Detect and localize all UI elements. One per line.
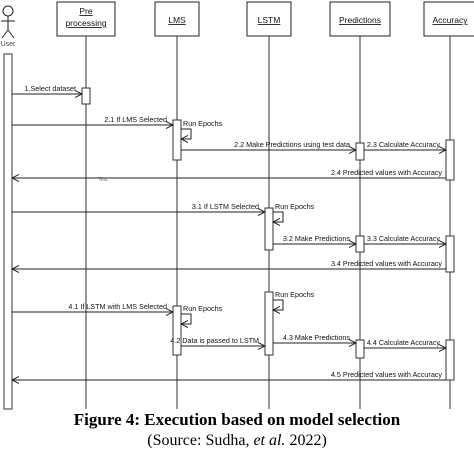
message-label: 2.4 Predicted values with Accuracy <box>331 168 442 177</box>
message-arrow: 2.4 Predicted values with Accuracy <box>12 168 446 178</box>
message-arrow: 3.4 Predicted values with Accuracy <box>12 259 446 269</box>
activation-bar <box>355 142 365 161</box>
message-label: 2.2 Make Predictions using test data <box>234 140 350 149</box>
activation-bar <box>445 339 455 381</box>
self-loop-line <box>181 313 192 324</box>
activation-bar <box>355 235 365 253</box>
user-lifeline-bar <box>3 53 13 410</box>
message-label: 4.5 Predicted values with Accuracy <box>331 370 442 379</box>
activation-bar <box>264 291 274 356</box>
activation-bar <box>81 87 91 105</box>
source-italic: et al. <box>253 432 286 449</box>
stray-test-text: Test <box>98 177 108 183</box>
message-label: 4.2 Data is passed to LSTM <box>170 336 259 345</box>
self-message-lms: Run Epochs <box>181 119 223 139</box>
message-arrow: 4.3 Make Predictions <box>273 333 356 343</box>
source-prefix: (Source: Sudha, <box>147 432 254 449</box>
activation-bar <box>355 339 365 359</box>
message-label: 4.4 Calculate Accuracy <box>367 338 441 347</box>
message-label: 3.3 Calculate Accuracy <box>367 234 441 243</box>
participant-lms: LMS <box>154 1 200 37</box>
self-loop-line <box>273 211 284 222</box>
sequence-diagram: User Pre processing LMS LSTM Predictions Accur… <box>1 1 474 410</box>
participant-box <box>246 1 292 37</box>
user-actor-figure: User <box>1 5 16 48</box>
message-label: Run Epochs <box>183 119 223 128</box>
figure-source: (Source: Sudha, et al. 2022) <box>0 432 474 450</box>
participant-acc: Accuracy <box>423 1 474 37</box>
participant-label: processing <box>65 18 106 28</box>
message-label: Run Epochs <box>183 304 223 313</box>
message-arrow: 4.4 Calculate Accuracy <box>364 338 446 348</box>
message-arrow: 2.3 Calculate Accuracy <box>364 140 446 150</box>
message-label: 4.3 Make Predictions <box>283 333 351 342</box>
message-arrow: 4.1 If LSTM with LMS Selected <box>12 302 173 312</box>
participant-pred: Predictions <box>329 1 391 37</box>
self-message-lstm: Run Epochs <box>273 290 315 310</box>
actor-head <box>2 5 14 17</box>
message-arrow: 2.2 Make Predictions using test data <box>181 140 356 150</box>
message-arrow: 4.5 Predicted values with Accuracy <box>12 370 446 380</box>
activation-bar <box>264 207 274 251</box>
message-arrow: 3.3 Calculate Accuracy <box>364 234 446 244</box>
participant-box <box>154 1 200 37</box>
activation-bar <box>445 139 455 181</box>
actor-right-leg <box>7 29 15 39</box>
self-loop-line <box>273 299 284 310</box>
participant-label: Pre <box>79 6 93 16</box>
self-message-lstm: Run Epochs <box>273 202 315 222</box>
self-message-lms: Run Epochs <box>181 304 223 324</box>
activation-bar <box>172 119 182 161</box>
message-label: 1.Select dataset <box>24 84 76 93</box>
participant-box <box>56 1 116 37</box>
message-label: 2.1 If LMS Selected <box>104 115 167 124</box>
message-label: 3.2 Make Predictions <box>283 234 351 243</box>
message-arrow: 3.1 If LSTM Selected <box>12 202 265 212</box>
participant-label: Predictions <box>339 15 381 25</box>
message-arrow: 1.Select dataset <box>12 84 82 94</box>
message-label: 3.1 If LSTM Selected <box>192 202 259 211</box>
message-label: 4.1 If LSTM with LMS Selected <box>68 302 167 311</box>
participant-box <box>329 1 391 37</box>
message-arrow: 2.1 If LMS Selected <box>12 115 173 125</box>
source-suffix: 2022) <box>285 432 327 449</box>
message-label: 3.4 Predicted values with Accuracy <box>331 259 442 268</box>
self-loop-line <box>181 128 192 139</box>
actor-left-leg <box>1 29 9 39</box>
participant-label: Accuracy <box>433 15 469 25</box>
actor-label: User <box>1 41 16 48</box>
message-label: 2.3 Calculate Accuracy <box>367 140 441 149</box>
activation-bar <box>445 235 455 273</box>
participant-label: LSTM <box>258 15 281 25</box>
participant-lstm: LSTM <box>246 1 292 37</box>
message-arrow: 4.2 Data is passed to LSTM <box>170 336 265 346</box>
participant-label: LMS <box>168 15 186 25</box>
message-arrow: 3.2 Make Predictions <box>273 234 356 244</box>
message-label: Run Epochs <box>275 290 315 299</box>
participant-pre: Pre processing <box>56 1 116 37</box>
activation-bar <box>172 305 182 356</box>
message-label: Run Epochs <box>275 202 315 211</box>
figure-caption: Figure 4: Execution based on model selec… <box>73 410 401 429</box>
